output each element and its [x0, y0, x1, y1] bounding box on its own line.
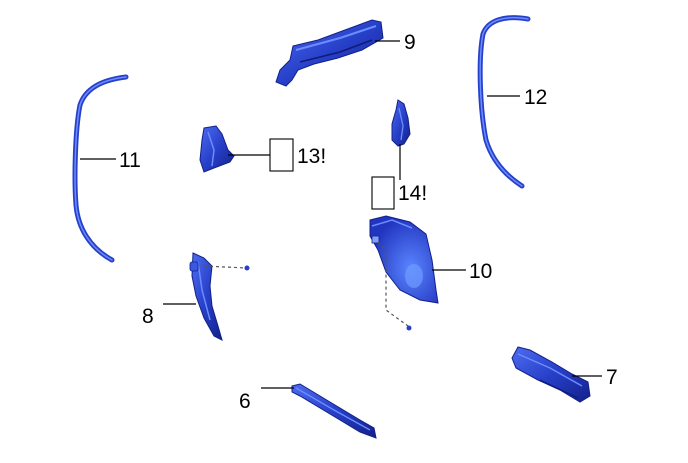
part-10-pillar-trim — [369, 215, 439, 304]
clip-path-8 — [203, 265, 247, 269]
part-13-bracket — [199, 125, 235, 173]
clip-10 — [406, 325, 412, 331]
callout-14: 14! — [398, 182, 427, 205]
callout-9: 9 — [404, 31, 416, 54]
callout-14-number: 14 — [398, 182, 422, 205]
callout-7: 7 — [606, 366, 618, 389]
notice-box-14 — [371, 176, 395, 210]
part-11-weatherstrip — [72, 74, 129, 263]
callout-6: 6 — [239, 390, 251, 413]
part-7-scuff-plate — [511, 346, 591, 403]
notice-mark-13: ! — [320, 145, 326, 168]
part-14-bracket — [391, 99, 411, 147]
part-8-lower-trim — [189, 252, 223, 341]
notice-box-13 — [269, 138, 294, 172]
clip-path-10 — [377, 241, 409, 327]
part-9-upper-trim — [275, 19, 384, 87]
part-12-weatherstrip — [477, 15, 531, 189]
callout-10: 10 — [469, 260, 492, 283]
clip-8 — [244, 265, 250, 271]
notice-mark-14: ! — [421, 182, 427, 205]
callout-8: 8 — [142, 305, 154, 328]
callout-13: 13! — [297, 145, 326, 168]
callout-11: 11 — [119, 149, 141, 172]
callout-13-number: 13 — [297, 145, 320, 168]
part-6-scuff-plate — [291, 383, 377, 439]
callout-12: 12 — [524, 86, 547, 109]
